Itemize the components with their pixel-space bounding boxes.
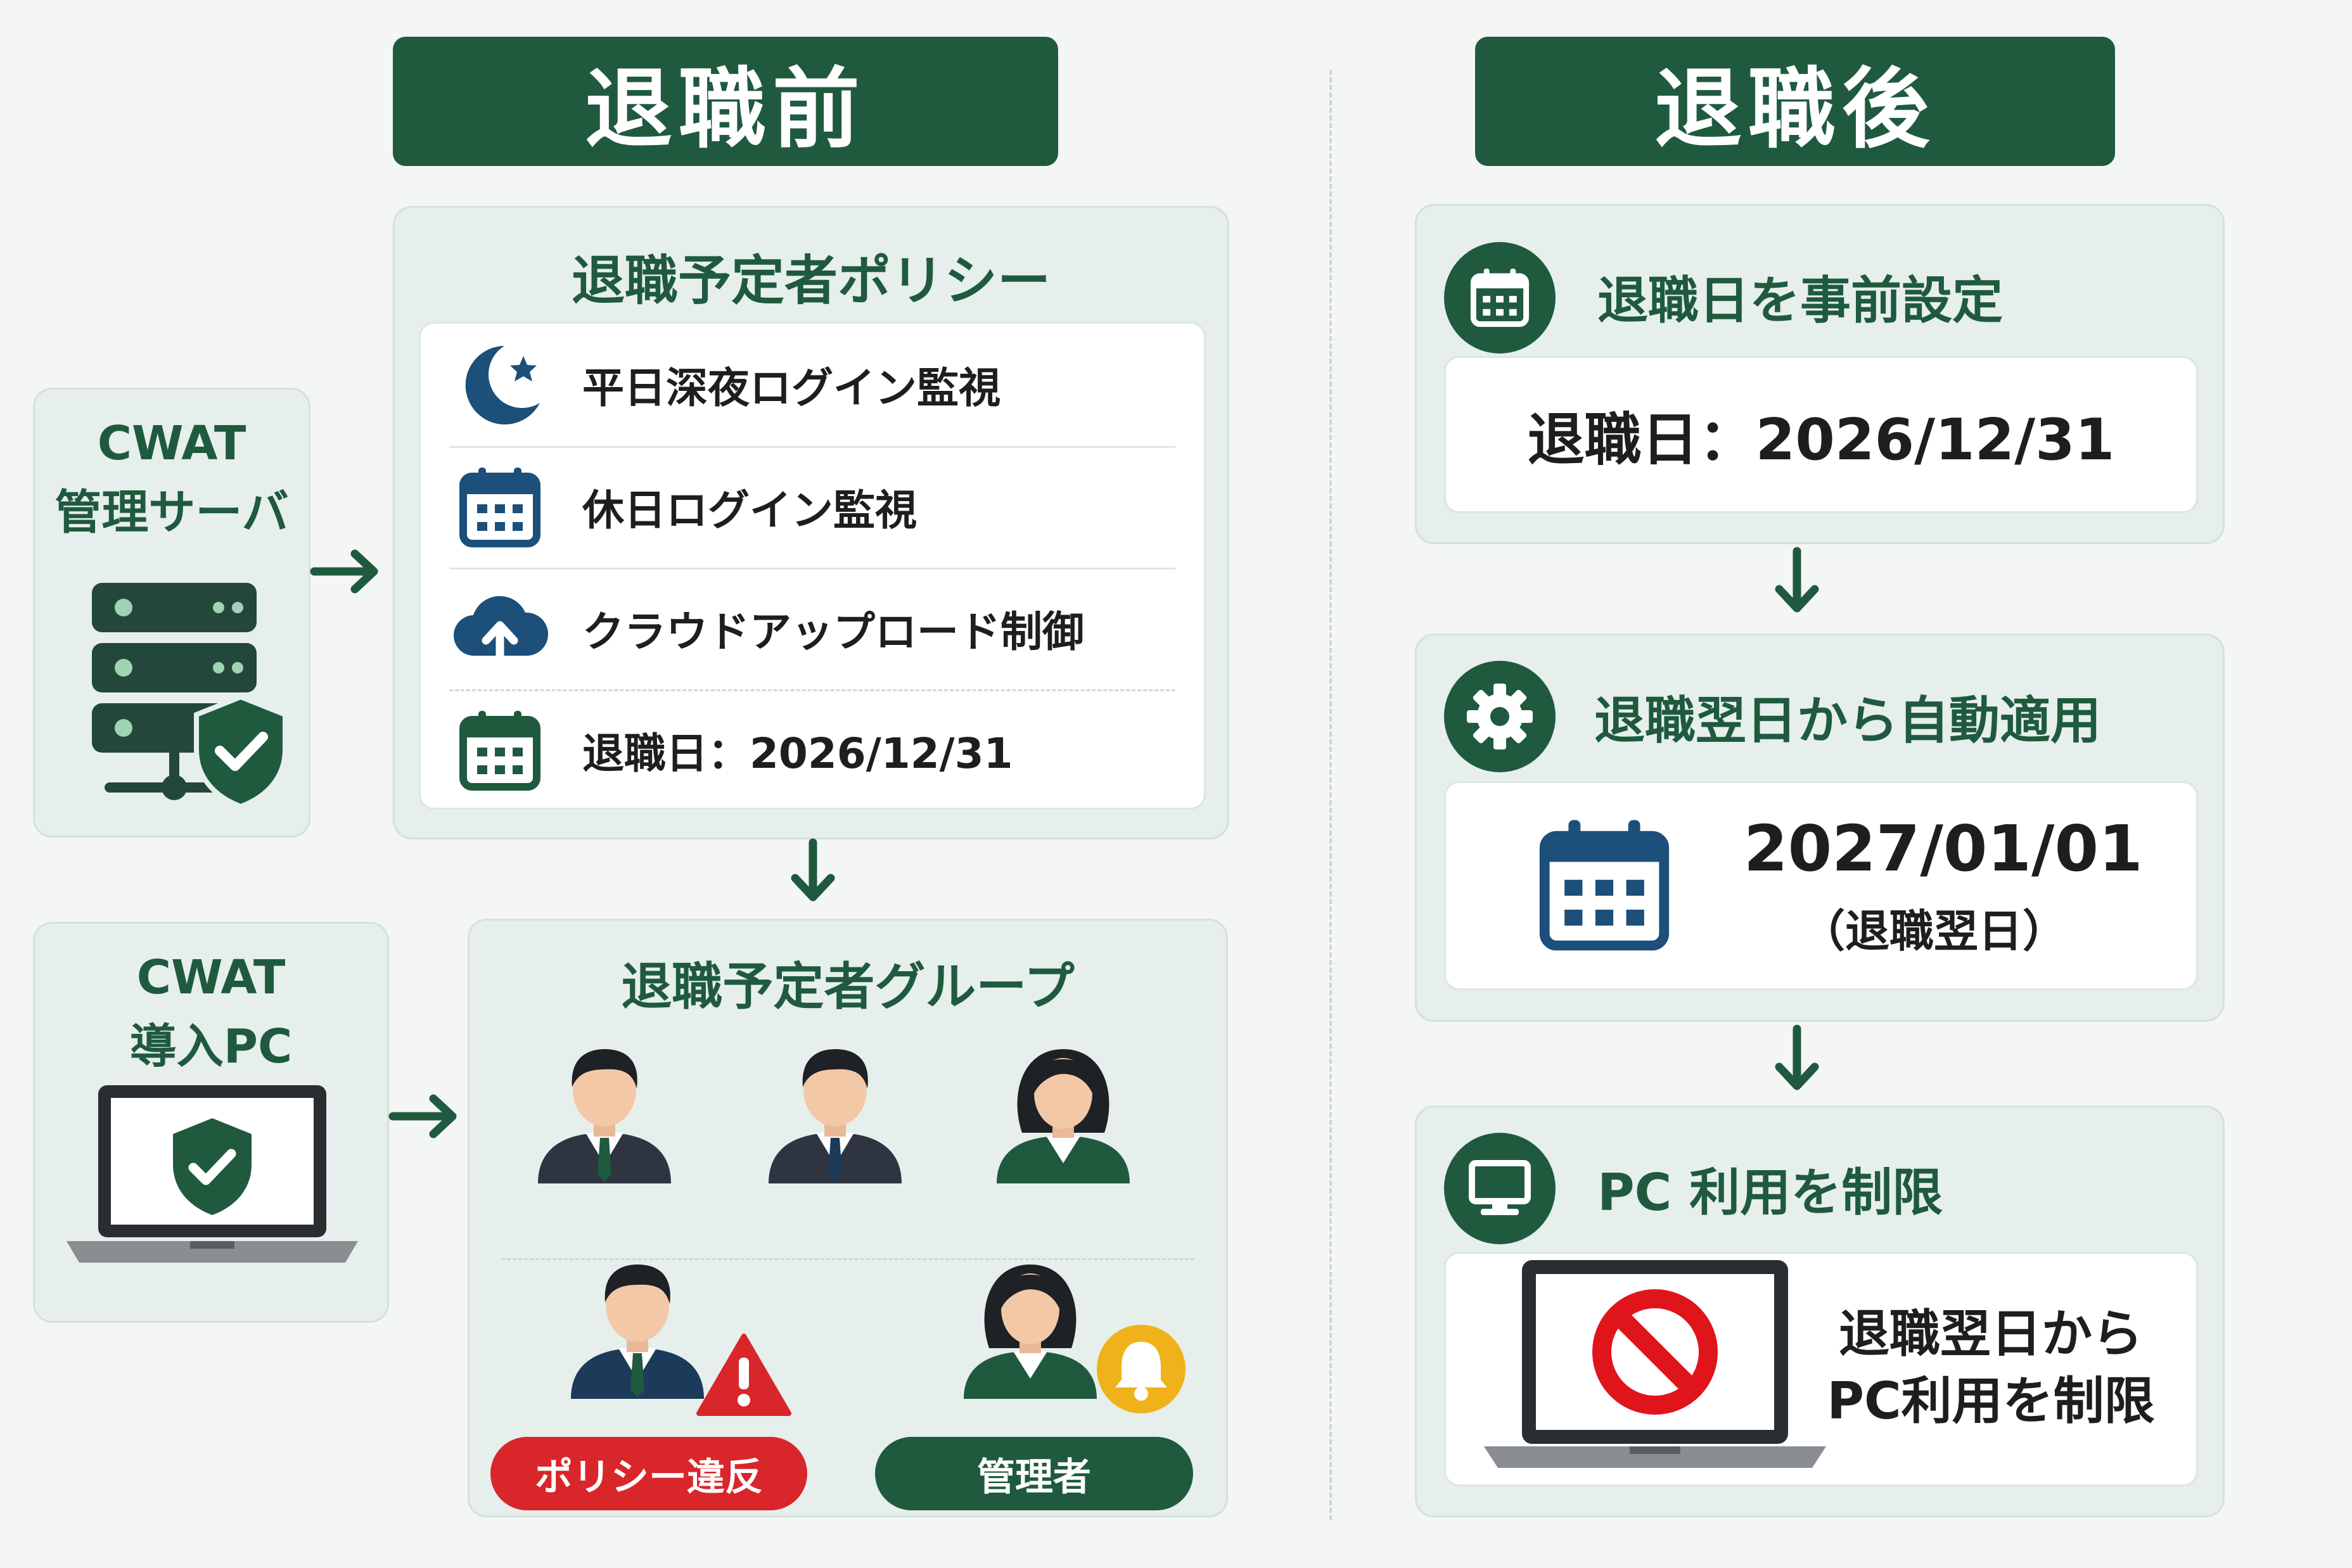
policy-card: 退職予定者ポリシー 平日深夜ログイン監視 休日ログイン監視 クラウドアップロード… bbox=[393, 206, 1229, 839]
policy-item-label: 退職日：2026/12/31 bbox=[582, 729, 1013, 778]
step3-value-box: 退職翌日から PC利用を制限 bbox=[1444, 1252, 2198, 1486]
step1-card: 退職日を事前設定 退職日：2026/12/31 bbox=[1415, 204, 2225, 544]
policy-item: 平日深夜ログイン監視 bbox=[449, 324, 1175, 445]
step2-title: 退職翌日から自動適用 bbox=[1594, 691, 2101, 750]
monitor-icon bbox=[1469, 1160, 1531, 1215]
bell-icon bbox=[1097, 1325, 1186, 1413]
divider bbox=[1329, 70, 1332, 1520]
pc-card: CWAT 導入PC bbox=[33, 922, 389, 1323]
person-female-icon bbox=[964, 1265, 1097, 1399]
moon-star-icon bbox=[465, 346, 540, 424]
step1-title: 退職日を事前設定 bbox=[1597, 271, 2003, 330]
policy-list: 平日深夜ログイン監視 休日ログイン監視 クラウドアップロード制御 退職日：202… bbox=[419, 322, 1206, 810]
group-title: 退職予定者グループ bbox=[621, 957, 1075, 1016]
policy-item-label: 休日ログイン監視 bbox=[582, 486, 917, 535]
step1-value: 退職日：2026/12/31 bbox=[1527, 407, 2115, 473]
calendar-icon bbox=[1470, 268, 1530, 328]
policy-item-label: 平日深夜ログイン監視 bbox=[582, 364, 1000, 412]
step3-circle bbox=[1444, 1133, 1556, 1244]
calendar-icon bbox=[459, 711, 540, 791]
apply-date: 2027/01/01 bbox=[1744, 812, 2143, 886]
restriction-message-line1: 退職翌日から bbox=[1839, 1304, 2143, 1363]
cloud-upload-icon bbox=[453, 596, 549, 668]
step1-value-box: 退職日：2026/12/31 bbox=[1444, 356, 2198, 513]
calendar-icon bbox=[459, 468, 540, 547]
apply-date-note: （退職翌日） bbox=[1801, 905, 2067, 957]
restriction-message-line2: PC利用を制限 bbox=[1827, 1372, 2155, 1431]
header-before: 退職前 bbox=[393, 37, 1058, 166]
policy-violation-badge: ポリシー違反 bbox=[490, 1437, 807, 1510]
step2-circle bbox=[1444, 661, 1556, 772]
person-male-icon bbox=[538, 1049, 671, 1183]
step3-title: PC 利用を制限 bbox=[1597, 1163, 1943, 1222]
server-card: CWAT 管理サーバ bbox=[33, 388, 310, 838]
blocked-laptop-icon bbox=[1484, 1260, 1826, 1468]
server-title-line1: CWAT bbox=[97, 416, 246, 471]
arrow-right-icon bbox=[310, 549, 378, 594]
server-title-line2: 管理サーバ bbox=[54, 485, 289, 540]
server-shield-icon bbox=[92, 583, 288, 810]
warning-icon bbox=[696, 1334, 791, 1416]
person-male-icon bbox=[571, 1265, 704, 1399]
gear-icon bbox=[1467, 684, 1533, 749]
laptop-shield-icon bbox=[67, 1085, 358, 1263]
person-male-icon bbox=[769, 1049, 902, 1183]
arrow-down-icon bbox=[1775, 1024, 1819, 1090]
policy-item: 休日ログイン監視 bbox=[449, 446, 1175, 568]
step3-card: PC 利用を制限 退職翌日から PC利用を制限 bbox=[1415, 1106, 2225, 1517]
step2-card: 退職翌日から自動適用 2027/01/01 （退職翌日） bbox=[1415, 634, 2225, 1022]
person-female-icon bbox=[997, 1049, 1130, 1183]
group-card: 退職予定者グループ bbox=[468, 919, 1228, 1517]
policy-item: 退職日：2026/12/31 bbox=[449, 689, 1175, 811]
calendar-icon bbox=[1539, 820, 1670, 951]
arrow-down-icon bbox=[1775, 547, 1819, 613]
step1-circle bbox=[1444, 242, 1556, 354]
step2-value-box: 2027/01/01 （退職翌日） bbox=[1444, 781, 2198, 990]
header-after: 退職後 bbox=[1475, 37, 2115, 166]
arrow-right-icon bbox=[388, 1094, 457, 1138]
policy-title: 退職予定者ポリシー bbox=[571, 250, 1051, 312]
pc-title-line2: 導入PC bbox=[129, 1019, 293, 1074]
policy-item: クラウドアップロード制御 bbox=[449, 568, 1175, 689]
arrow-down-icon bbox=[791, 838, 835, 902]
admin-badge: 管理者 bbox=[875, 1437, 1193, 1510]
policy-item-label: クラウドアップロード制御 bbox=[582, 608, 1084, 656]
pc-title-line1: CWAT bbox=[136, 950, 286, 1005]
